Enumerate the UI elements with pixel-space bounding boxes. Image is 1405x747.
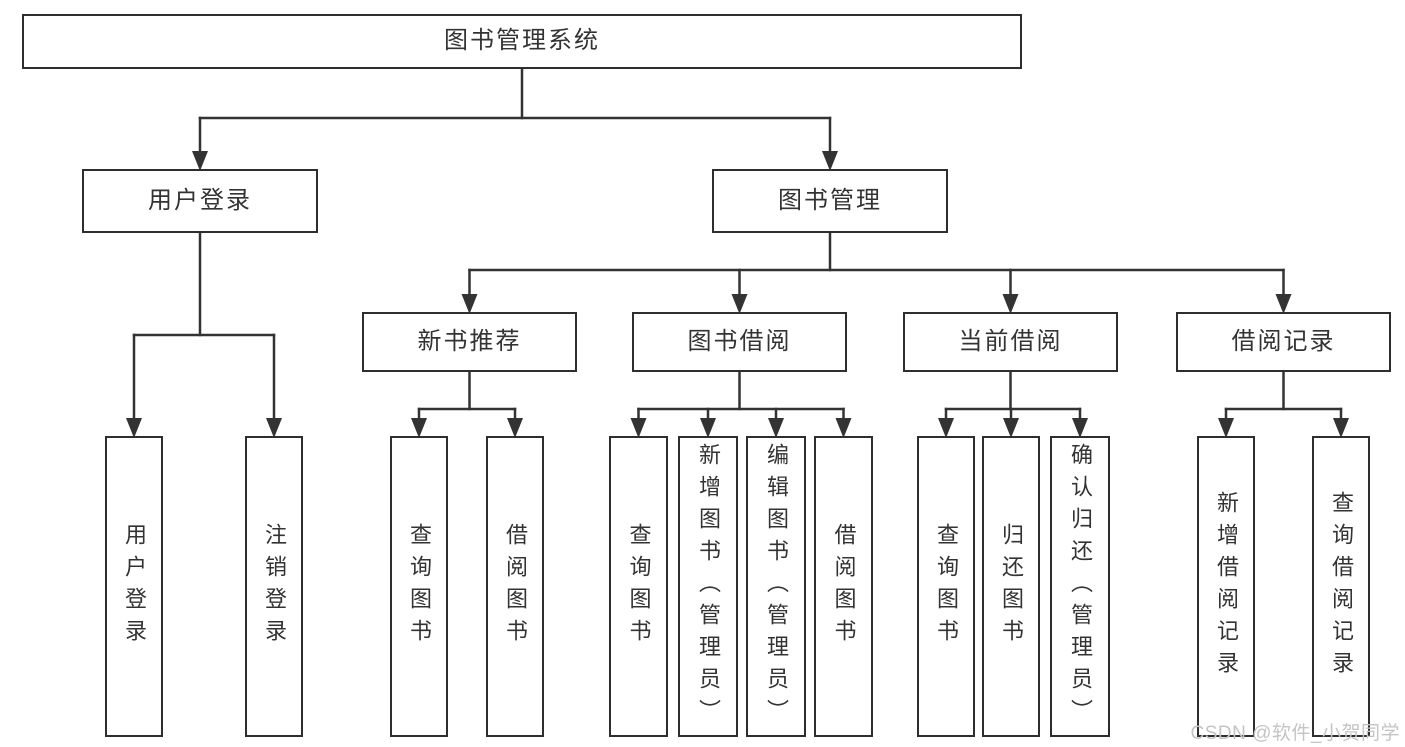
diagram-node-leaf-confirm-return: 确认归还（管理员） (1050, 436, 1110, 737)
arrowhead-icon (1218, 418, 1234, 438)
arrowhead-icon (700, 418, 716, 438)
node-label-new-book-rec: 新书推荐 (417, 327, 522, 355)
node-label-leaf-query-book-1: 查询图书 (407, 522, 432, 651)
node-label-leaf-return-book: 归还图书 (999, 522, 1024, 651)
node-label-leaf-edit-book: 编辑图书（管理员） (764, 442, 789, 731)
diagram-node-leaf-edit-book: 编辑图书（管理员） (746, 436, 806, 737)
diagram-node-book-mgmt: 图书管理 (712, 169, 948, 233)
node-label-leaf-borrow-book-2: 借阅图书 (831, 522, 857, 651)
node-label-leaf-add-record: 新增借阅记录 (1214, 490, 1239, 683)
arrowhead-icon (731, 294, 748, 314)
arrowhead-icon (630, 418, 647, 438)
node-label-leaf-confirm-return: 确认归还（管理员） (1068, 442, 1093, 731)
diagram-node-borrow-record: 借阅记录 (1176, 312, 1391, 372)
arrowhead-icon (266, 418, 282, 438)
arrowhead-icon (507, 418, 523, 438)
diagram-node-new-book-rec: 新书推荐 (362, 312, 577, 372)
diagram-node-leaf-add-record: 新增借阅记录 (1197, 436, 1255, 737)
diagram-node-leaf-query-book-1: 查询图书 (390, 436, 448, 737)
arrowhead-icon (461, 294, 478, 314)
arrowhead-icon (1072, 418, 1088, 438)
diagram-node-leaf-query-book-3: 查询图书 (917, 436, 975, 737)
diagram-node-leaf-borrow-book-2: 借阅图书 (814, 436, 873, 737)
diagram-node-leaf-query-record: 查询借阅记录 (1312, 436, 1370, 737)
node-label-leaf-logout: 注销登录 (262, 522, 287, 651)
diagram-node-leaf-query-book-2: 查询图书 (609, 436, 668, 737)
diagram-node-user-login: 用户登录 (82, 169, 318, 233)
watermark-text: CSDN @软件_小贺同学 (1190, 723, 1400, 744)
diagram-node-leaf-user-login: 用户登录 (105, 436, 163, 737)
arrowhead-icon (192, 151, 208, 171)
diagram-node-leaf-add-book: 新增图书（管理员） (678, 436, 738, 737)
node-label-book-mgmt: 图书管理 (778, 186, 882, 214)
diagram-node-leaf-borrow-book-1: 借阅图书 (486, 436, 544, 737)
node-label-leaf-user-login: 用户登录 (122, 522, 147, 651)
node-label-leaf-query-book-3: 查询图书 (934, 522, 959, 651)
arrowhead-icon (835, 418, 852, 438)
node-label-leaf-borrow-book-1: 借阅图书 (503, 522, 528, 651)
arrowhead-icon (822, 151, 838, 171)
node-label-leaf-query-record: 查询借阅记录 (1329, 490, 1354, 683)
arrowhead-icon (1002, 294, 1019, 314)
arrowhead-icon (1333, 418, 1349, 438)
diagram-node-leaf-logout: 注销登录 (245, 436, 303, 737)
diagram-node-current-borrow: 当前借阅 (903, 312, 1118, 372)
arrowhead-icon (1003, 418, 1019, 438)
diagram-node-leaf-return-book: 归还图书 (982, 436, 1040, 737)
diagram-node-book-borrow: 图书借阅 (632, 312, 847, 372)
arrowhead-icon (411, 418, 427, 438)
node-label-leaf-add-book: 新增图书（管理员） (696, 442, 721, 731)
node-label-leaf-query-book-2: 查询图书 (626, 522, 652, 651)
arrowhead-icon (938, 418, 954, 438)
arrowhead-icon (126, 418, 142, 438)
node-label-current-borrow: 当前借阅 (958, 327, 1063, 355)
node-label-book-borrow: 图书借阅 (687, 327, 792, 355)
arrowhead-icon (768, 418, 784, 438)
node-label-user-login: 用户登录 (148, 186, 252, 214)
node-label-borrow-record: 借阅记录 (1231, 327, 1336, 355)
node-label-root: 图书管理系统 (444, 27, 600, 55)
diagram-node-root: 图书管理系统 (22, 14, 1022, 69)
arrowhead-icon (1275, 294, 1292, 314)
